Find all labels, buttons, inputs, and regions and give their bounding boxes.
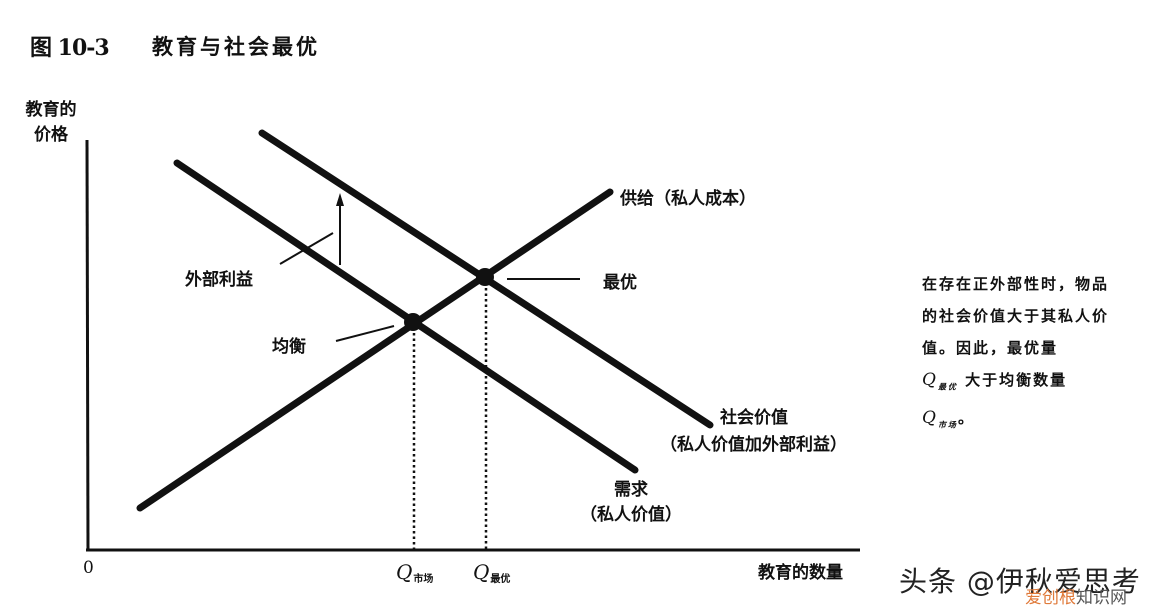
watermark-line2: 爱创根知识网 <box>1025 583 1127 608</box>
figure-number: 图 10-3 <box>30 35 110 61</box>
note-q-market: Q市场 <box>922 408 958 430</box>
y-axis-label: 教育的 价格 <box>20 98 82 148</box>
external-benefit-pointer <box>279 232 334 265</box>
supply-label: 供给（私人成本） <box>620 189 756 209</box>
social-value-label-line2: （私人价值加外部利益） <box>660 435 847 455</box>
arrow-head-icon <box>336 193 344 206</box>
q-optimum-subscript: 最优 <box>490 574 511 585</box>
origin-label: 0 <box>83 558 94 578</box>
y-axis-label-line1: 教育的 <box>25 100 77 120</box>
y-axis <box>85 139 90 552</box>
watermark-line1: 头条 @伊秋爱思考 <box>899 565 1141 598</box>
caption-note: 在存在正外部性时，物品的社会价值大于其私人价值。因此，最优量 Q最优 大于均衡数量… <box>922 268 1122 441</box>
figure-title: 教育与社会最优 <box>152 35 320 59</box>
note-text-3: 。 <box>957 409 975 428</box>
note-text-2: 大于均衡数量 <box>957 371 1068 389</box>
equilibrium-pointer <box>335 325 395 342</box>
x-axis-label: 教育的数量 <box>758 563 843 583</box>
q-market-subscript: 市场 <box>413 574 434 585</box>
note-q-optimum: Q最优 <box>922 370 958 392</box>
equilibrium-point <box>404 313 422 331</box>
y-axis-label-line2: 价格 <box>34 125 68 145</box>
q-optimum-symbol: Q <box>473 560 490 584</box>
demand-label-line1: 需求 <box>614 480 648 500</box>
supply-curve <box>136 188 614 512</box>
note-text-1: 在存在正外部性时，物品的社会价值大于其私人价值。因此，最优量 <box>922 275 1110 357</box>
external-benefit-label: 外部利益 <box>185 270 253 290</box>
watermark-orange: 爱创根 <box>1025 588 1076 608</box>
q-market-symbol: Q <box>396 560 413 584</box>
social-value-label-line1: 社会价值 <box>720 408 788 428</box>
q-market-label: Q市场 <box>396 560 433 585</box>
q-optimum-label: Q最优 <box>473 560 510 585</box>
equilibrium-label: 均衡 <box>272 337 306 357</box>
watermark-gray: 知识网 <box>1076 588 1127 608</box>
demand-label-line2: （私人价值） <box>580 505 682 525</box>
optimum-point <box>476 268 494 286</box>
optimum-label: 最优 <box>603 273 637 293</box>
